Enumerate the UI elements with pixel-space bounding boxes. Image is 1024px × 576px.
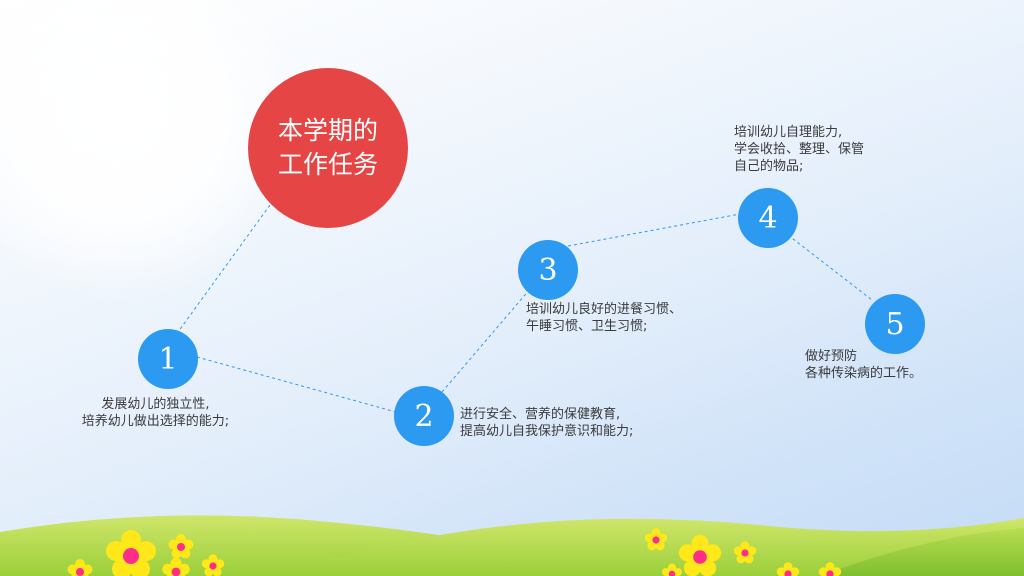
flower-icon	[201, 554, 225, 576]
flower-icon	[733, 541, 757, 564]
connector-3-4	[567, 213, 741, 247]
flower-icon	[106, 530, 156, 576]
step-2-line-2: 提高幼儿自我保护意识和能力;	[460, 424, 634, 439]
step-5-line-1: 做好预防	[805, 349, 858, 364]
step-description-2: 进行安全、营养的保健教育, 提高幼儿自我保护意识和能力;	[460, 406, 633, 440]
step-4-line-2: 学会收拾、整理、保管	[734, 142, 865, 157]
connector-lines	[177, 204, 873, 413]
flower-group-right	[644, 528, 842, 576]
flower-icon	[168, 534, 194, 559]
flower-icon	[67, 559, 93, 576]
step-2-line-1: 进行安全、营养的保健教育,	[460, 407, 621, 422]
title-line-1: 本学期的	[277, 116, 378, 145]
step-node-4: 4	[738, 188, 798, 248]
step-3-line-2: 午睡习惯、卫生习惯;	[526, 319, 648, 334]
flower-icon	[644, 528, 668, 551]
step-node-1: 1	[138, 329, 198, 389]
step-4-line-1: 培训幼儿自理能力,	[734, 125, 843, 140]
flower-icon	[818, 562, 842, 576]
connector-1-2	[196, 356, 397, 413]
flower-group-left	[67, 530, 225, 576]
step-3-line-1: 培训幼儿良好的进餐习惯、	[526, 302, 683, 317]
step-description-5: 做好预防 各种传染病的工作。	[805, 348, 922, 382]
hill-right	[820, 528, 1024, 576]
step-node-3: 3	[518, 240, 578, 300]
flower-icon	[678, 534, 722, 576]
step-node-2: 2	[394, 386, 454, 446]
connector-title-1	[177, 204, 271, 333]
step-1-line-1: 发展幼儿的独立性,	[101, 397, 210, 412]
step-description-3: 培训幼儿良好的进餐习惯、 午睡习惯、卫生习惯;	[526, 301, 682, 335]
step-1-line-2: 培养幼儿做出选择的能力;	[81, 414, 230, 429]
step-description-1: 发展幼儿的独立性, 培养幼儿做出选择的能力;	[68, 396, 243, 430]
connector-4-5	[787, 234, 873, 301]
title-circle: 本学期的 工作任务	[248, 68, 408, 228]
flower-icon	[162, 557, 190, 576]
step-4-line-3: 自己的物品;	[734, 159, 804, 174]
step-5-line-2: 各种传染病的工作。	[805, 366, 923, 381]
flower-icon	[662, 563, 682, 576]
step-node-5: 5	[865, 294, 925, 354]
title-line-2: 工作任务	[277, 150, 378, 179]
connector-2-3	[441, 288, 531, 393]
step-description-4: 培训幼儿自理能力, 学会收拾、整理、保管 自己的物品;	[734, 124, 864, 175]
page-title: 本学期的 工作任务	[273, 114, 383, 182]
